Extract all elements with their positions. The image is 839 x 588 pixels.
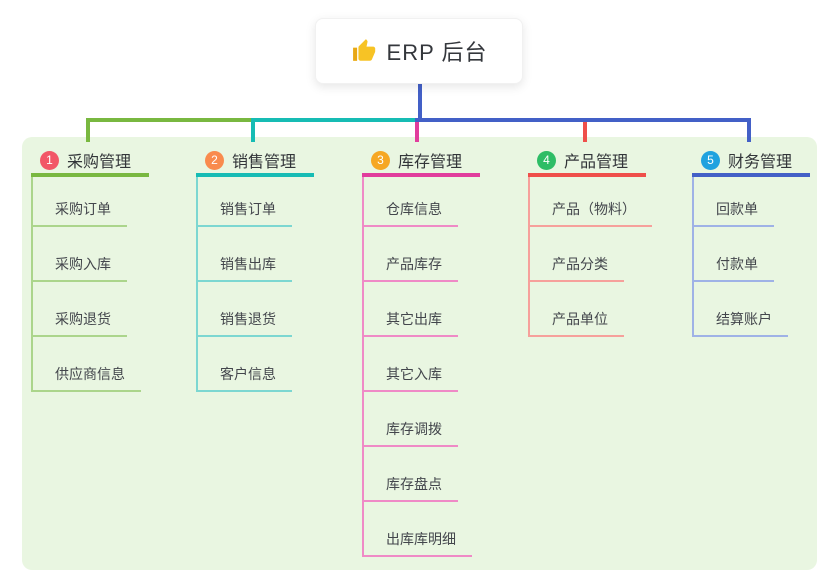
branch-number-badge: 2 [205,150,224,170]
branch-title-label: 产品管理 [564,154,629,171]
branch-item-label[interactable]: 结算账户 [694,309,788,337]
root-node[interactable]: ERP 后台 [315,18,523,84]
branch-title[interactable]: 5 财务管理 [692,147,810,177]
branch-title[interactable]: 3 库存管理 [362,147,480,177]
branch-drop-connector [251,118,255,142]
branch-item-list: 采购订单 采购入库 采购退货 供应商信息 [31,177,141,392]
branch-item-label[interactable]: 其它出库 [364,309,458,337]
branch-item-list: 产品（物料） 产品分类 产品单位 [528,177,652,337]
branch-number-badge: 3 [371,150,390,170]
branch-item-label[interactable]: 付款单 [694,254,774,282]
branch-item-label[interactable]: 产品分类 [530,254,624,282]
branch-item-list: 回款单 付款单 结算账户 [692,177,788,337]
branch-item-label[interactable]: 回款单 [694,199,774,227]
bus-segment-1 [86,118,251,122]
branch-title[interactable]: 4 产品管理 [528,147,646,177]
branch-title[interactable]: 1 采购管理 [31,147,149,177]
branch-drop-connector [415,122,419,142]
branch-number-badge: 1 [40,150,59,170]
root-label: ERP 后台 [386,40,488,65]
branch-item-label[interactable]: 供应商信息 [33,364,141,392]
branch-item-label[interactable]: 出库库明细 [364,529,472,557]
branch-2: 2 销售管理 销售订单 销售出库 销售退货 客户信息 [196,147,314,392]
branch-item-label[interactable]: 产品（物料） [530,199,652,227]
branch-drop-connector [747,118,751,142]
branch-item-label[interactable]: 其它入库 [364,364,458,392]
bus-segment-5 [415,118,751,122]
branch-5: 5 财务管理 回款单 付款单 结算账户 [692,147,810,337]
branch-item-label[interactable]: 采购入库 [33,254,127,282]
branch-item-label[interactable]: 仓库信息 [364,199,458,227]
branch-item-label[interactable]: 销售出库 [198,254,292,282]
branch-title[interactable]: 2 销售管理 [196,147,314,177]
branch-item-label[interactable]: 销售订单 [198,199,292,227]
branch-item-label[interactable]: 产品库存 [364,254,458,282]
thumbs-up-icon [351,38,377,64]
branch-item-label[interactable]: 采购退货 [33,309,127,337]
branch-number-badge: 5 [701,150,720,170]
branch-title-label: 库存管理 [398,154,463,171]
root-connector [418,84,422,122]
branch-item-label[interactable]: 库存调拨 [364,419,458,447]
branch-title-label: 财务管理 [728,154,793,171]
branch-item-label[interactable]: 客户信息 [198,364,292,392]
branch-item-label[interactable]: 产品单位 [530,309,624,337]
branch-item-label[interactable]: 库存盘点 [364,474,458,502]
branch-item-list: 销售订单 销售出库 销售退货 客户信息 [196,177,292,392]
branch-4: 4 产品管理 产品（物料） 产品分类 产品单位 [528,147,652,337]
bus-segment-2 [251,118,417,122]
branch-3: 3 库存管理 仓库信息 产品库存 其它出库 其它入库 库存调拨 库存盘点 出库库… [362,147,480,557]
branch-title-label: 销售管理 [232,154,297,171]
branch-item-list: 仓库信息 产品库存 其它出库 其它入库 库存调拨 库存盘点 出库库明细 [362,177,472,557]
branch-item-label[interactable]: 采购订单 [33,199,127,227]
branches-panel [22,137,817,570]
branch-item-label[interactable]: 销售退货 [198,309,292,337]
branch-number-badge: 4 [537,150,556,170]
branch-drop-connector [86,118,90,142]
branch-1: 1 采购管理 采购订单 采购入库 采购退货 供应商信息 [31,147,149,392]
branch-drop-connector [583,122,587,142]
branch-title-label: 采购管理 [67,154,132,171]
